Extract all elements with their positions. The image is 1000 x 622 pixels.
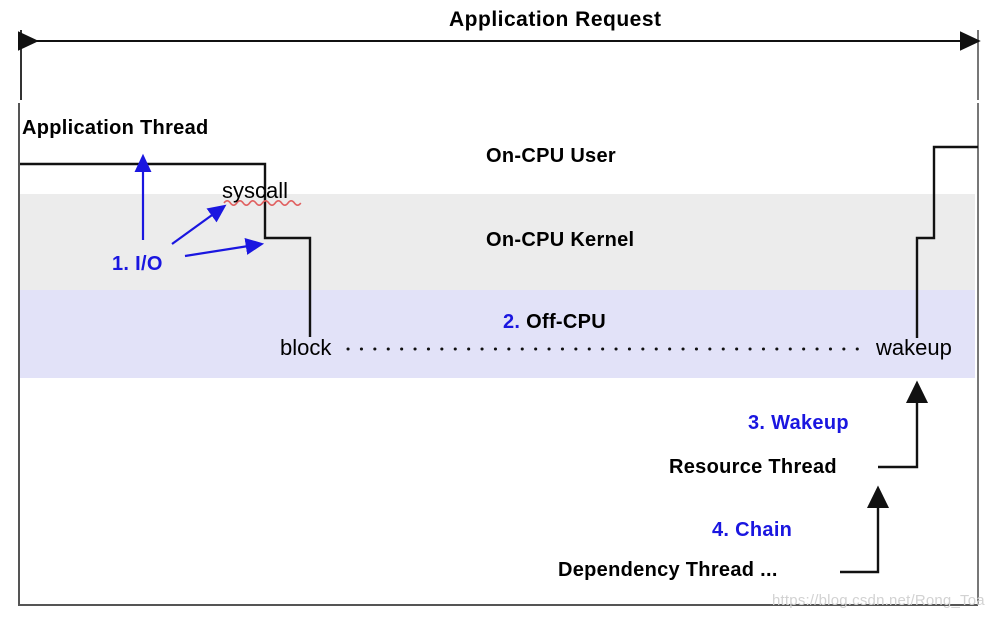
step-label-wakeup: 3. Wakeup <box>748 412 849 434</box>
thread-label-dependency: Dependency Thread ... <box>558 559 778 581</box>
thread-label-application: Application Thread <box>22 117 209 139</box>
event-label-wakeup: wakeup <box>876 335 952 360</box>
watermark-text: https://blog.csdn.net/Rong_Toa <box>772 592 985 609</box>
application-thread-line-left <box>20 162 312 337</box>
band-label-off-cpu: 2. Off-CPU <box>503 312 606 332</box>
event-label-block: block <box>280 335 332 360</box>
step-label-chain: 4. Chain <box>712 519 793 541</box>
io-arrow-syscall <box>171 204 227 245</box>
event-label-syscall: syscall <box>222 178 289 203</box>
syscall-spellcheck-squiggle <box>223 200 302 206</box>
band-rect-off-cpu <box>18 290 975 378</box>
application-thread-line-right <box>915 145 978 338</box>
wakeup-arrow <box>878 380 929 469</box>
io-arrow-block <box>184 237 265 258</box>
band-rect-on-cpu-kernel <box>18 194 975 290</box>
band-label-on-cpu-user: On-CPU User <box>486 145 616 167</box>
band-label-on-cpu-kernel: On-CPU Kernel <box>486 229 635 251</box>
band-label-off-cpu-text: Off-CPU <box>520 311 607 333</box>
step-label-io: 1. I/O <box>112 253 163 275</box>
page-title: Application Request <box>449 8 662 31</box>
chain-arrow <box>840 485 890 574</box>
outer-frame <box>18 103 978 606</box>
band-label-off-cpu-number: 2. <box>503 311 521 333</box>
thread-label-resource: Resource Thread <box>669 456 837 478</box>
